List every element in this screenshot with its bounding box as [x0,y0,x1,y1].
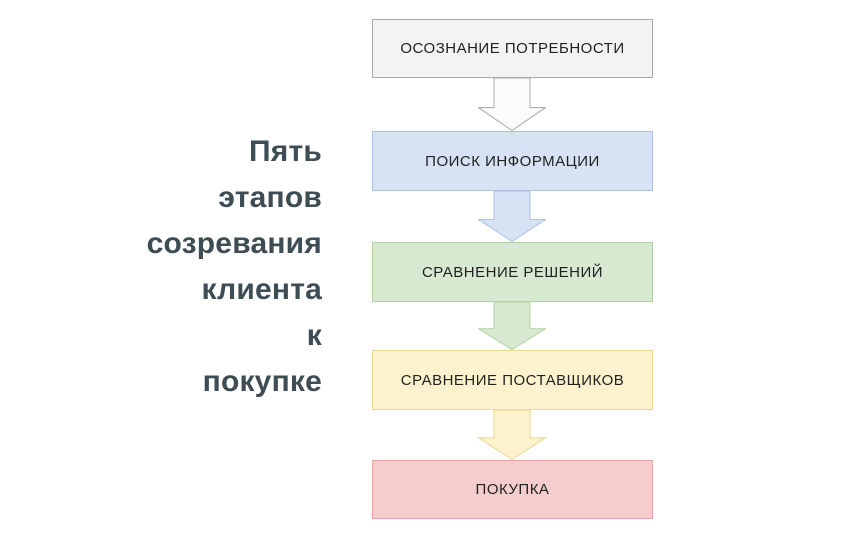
title-line: покупке [202,365,322,398]
step-label: СРАВНЕНИЕ ПОСТАВЩИКОВ [400,371,625,389]
title-line: созревания [146,227,322,260]
title-line: Пять [248,135,322,168]
step-box-solution-comparison: СРАВНЕНИЕ РЕШЕНИЙ [372,242,653,302]
step-label: ПОКУПКА [475,481,550,498]
down-arrow-icon [478,302,546,350]
step-box-information-search: ПОИСК ИНФОРМАЦИИ [372,131,653,191]
title-line: этапов [218,181,322,214]
down-arrow-icon [478,410,546,460]
step-box-purchase: ПОКУПКА [372,460,653,519]
page-title: Пять этапов созревания клиента к покупке [40,129,322,405]
step-box-need-recognition: ОСОЗНАНИЕ ПОТРЕБНОСТИ [372,19,653,78]
step-label: ПОИСК ИНФОРМАЦИИ [425,152,600,170]
step-box-supplier-comparison: СРАВНЕНИЕ ПОСТАВЩИКОВ [372,350,653,410]
title-line: к [306,319,322,352]
down-arrow-icon [478,191,546,242]
down-arrow-icon [478,78,546,131]
step-label: ОСОЗНАНИЕ ПОТРЕБНОСТИ [400,40,625,57]
title-line: клиента [201,273,322,306]
step-label: СРАВНЕНИЕ РЕШЕНИЙ [421,263,604,281]
